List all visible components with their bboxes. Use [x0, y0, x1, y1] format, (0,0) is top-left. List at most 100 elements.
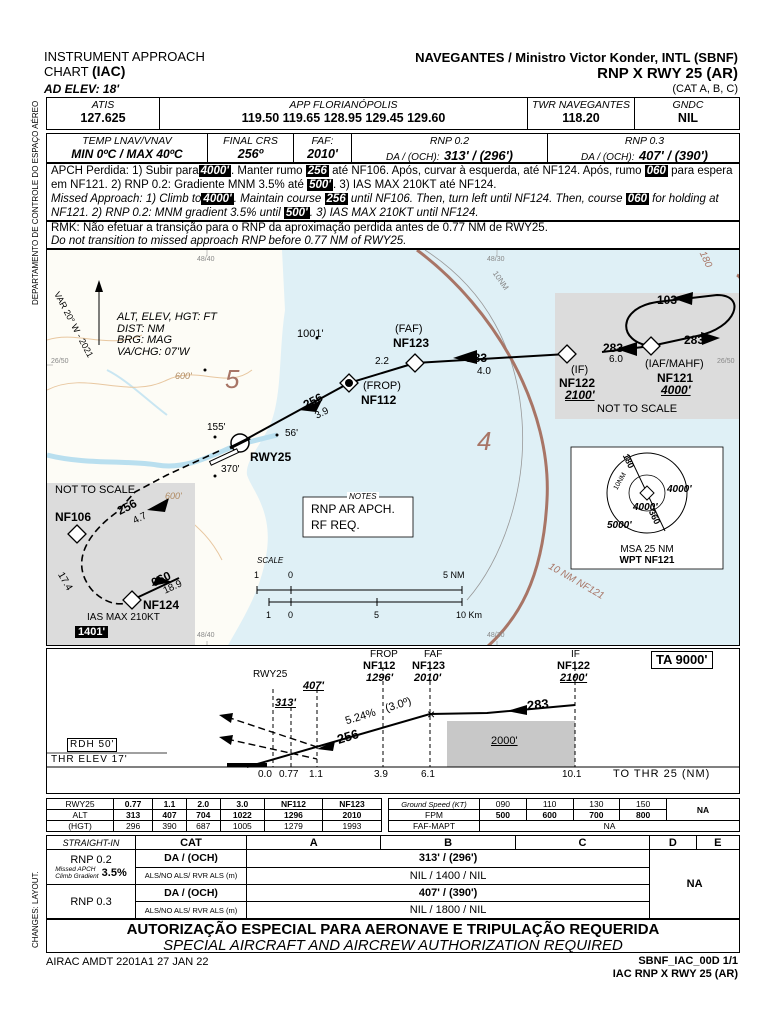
msa-caption2: WPT NF121: [619, 555, 675, 566]
leg-22-distance: 2.2: [375, 356, 389, 367]
dist-tick-101: 10.1: [562, 769, 582, 780]
nf106-waypoint: [67, 524, 87, 544]
missed-pt-text5: para espera em NF121. 2) RNP 0.2: Gradie…: [51, 165, 733, 191]
profile-graph: ×: [47, 667, 739, 768]
rnp03-als-label: ALS/NO ALS/ RVR ALS (m): [135, 901, 247, 919]
rnp02-value: 313' / (296'): [443, 148, 514, 163]
legend-brg: BRG: MAG: [117, 334, 173, 346]
app-label: APP FLORIANÓPOLIS: [289, 99, 398, 111]
alt-col-5: NF112: [263, 798, 323, 810]
rnp02-visibility: NIL / 1400 / NIL: [245, 866, 651, 886]
initial-arrow: [507, 705, 527, 715]
atis-label: ATIS: [91, 99, 115, 111]
hgt-val-1: 296: [113, 820, 154, 832]
obstacles: [203, 336, 319, 478]
legend-alt: ALT, ELEV, HGT: FT: [117, 311, 217, 323]
grid-label-6: 48/30: [487, 632, 505, 639]
scale-nm-0: 0: [288, 570, 294, 580]
scale-nm-5: 5 NM: [443, 570, 465, 580]
scale-km-5: 5: [374, 610, 380, 620]
missed-pt-alt2: 500': [307, 178, 334, 191]
alt-col-4: 3.0: [219, 798, 265, 810]
missed-inset: [47, 483, 195, 645]
chart-type-line2: CHART: [44, 64, 89, 79]
profile-if-alt: 2100': [560, 672, 588, 684]
nf121-waypoint: [641, 336, 661, 356]
missed-leg-060: [131, 577, 180, 601]
rnp02-da-label: DA / (OCH): [135, 849, 247, 868]
final-crs-label: FINAL CRS: [223, 135, 278, 147]
note-rnp-ar: RNP AR APCH.: [311, 502, 395, 516]
frop-dot: [345, 379, 353, 387]
missed-en-text1: Missed Approach: 1) Climb to: [51, 193, 202, 205]
final-crs-cell: FINAL CRS 256º: [207, 134, 293, 162]
authorization-box: AUTORIZAÇÃO ESPECIAL PARA AERONAVE E TRI…: [46, 919, 740, 954]
chart-reference: SBNF_IAC_00D 1/1: [638, 955, 738, 967]
missed-pt-course: 256: [305, 165, 329, 177]
profile-da-rnp03: 407': [303, 680, 324, 692]
rnp02-label: RNP 0.2: [429, 135, 470, 147]
frop-name: NF112: [361, 393, 397, 407]
missed-climb-upper: [226, 716, 318, 748]
profile-if-fix: NF122: [557, 660, 591, 672]
msa-center-waypoint: [639, 485, 655, 501]
mapt-label: FAF-MAPT: [388, 820, 480, 832]
cat-label: CAT: [135, 835, 247, 850]
fpm-label: FPM: [388, 809, 480, 821]
faf-value: 2010': [307, 147, 338, 161]
glide-path: [246, 704, 576, 768]
msa-sector-4: 4: [477, 426, 492, 456]
missed-arrow-upper: [219, 713, 233, 723]
atis-frequency: 127.625: [80, 111, 126, 125]
missed-pt-text1: APCH Perdida: 1) Subir para: [51, 165, 199, 177]
aircraft-categories: (CAT A, B, C): [672, 83, 738, 95]
approach-track: [240, 345, 652, 443]
dist-tick-61: 6.1: [421, 769, 435, 780]
msa-alt-west: 5000': [607, 520, 632, 531]
missed-en-course2: 060: [625, 193, 649, 205]
mapt-value: NA: [479, 820, 740, 832]
scale-nm-1: 1: [254, 570, 260, 580]
contour-600-b: 600': [165, 491, 182, 501]
profile-reference-lines: [272, 667, 576, 767]
chart-abbr: (IAC): [91, 63, 126, 79]
rnp03-visibility: NIL / 1800 / NIL: [245, 901, 651, 919]
fpm-4: 800: [619, 809, 667, 821]
profile-faf-fix: NF123: [412, 660, 446, 672]
missed-apch-note: Missed APCH: [55, 866, 96, 874]
profile-da-rnp02: 313': [275, 697, 296, 709]
missed-en-text2: . Maintain course: [233, 193, 322, 205]
profile-rwy: RWY25: [253, 669, 288, 680]
profile-rdh: RDH 50': [67, 738, 118, 752]
altitude-table: RWY25 0.77 1.1 2.0 3.0 NF112 NF123 ALT 3…: [45, 798, 383, 832]
hgt-row-label: (HGT): [45, 820, 115, 832]
alt-val-5: 1296: [263, 809, 323, 821]
north-arrow: [95, 280, 103, 345]
obstacle-370: 370': [221, 464, 240, 475]
fpm-3: 700: [572, 809, 621, 821]
profile-initial-course: 283: [526, 695, 550, 714]
dist-axis-label: TO THR 25 (NM): [613, 768, 711, 780]
profile-view: × TA 9000' RWY25 FROP NF112 1296' FAF NF…: [46, 648, 740, 794]
faf-label: FAF:: [311, 135, 334, 147]
iaf-altitude: 4000': [661, 383, 691, 397]
rnp02-als-label: ALS/NO ALS/ RVR ALS (m): [135, 866, 247, 886]
straight-in-label: STRAIGHT-IN: [46, 835, 136, 850]
airport-symbol: [229, 433, 251, 453]
speed-table: Ground Speed (KT) 090 110 130 150 NA FPM…: [388, 798, 740, 832]
hgt-val-6: 1993: [321, 820, 383, 832]
missed-pt-alt: 4000': [198, 165, 231, 177]
speed-na: NA: [666, 798, 740, 821]
twr-label: TWR NAVEGANTES: [531, 99, 630, 111]
ias-max-note: IAS MAX 210KT: [87, 612, 160, 623]
transition-altitude: TA 9000': [651, 651, 713, 669]
ten-nm-arc: [424, 250, 524, 601]
msa-alt-south: 4000': [633, 502, 658, 513]
temp-value: MIN 0ºC / MAX 40ºC: [71, 147, 183, 161]
alt-col-2: 1.1: [152, 798, 187, 810]
cat-a: A: [245, 835, 382, 850]
not-to-scale-iaf: NOT TO SCALE: [597, 403, 678, 415]
